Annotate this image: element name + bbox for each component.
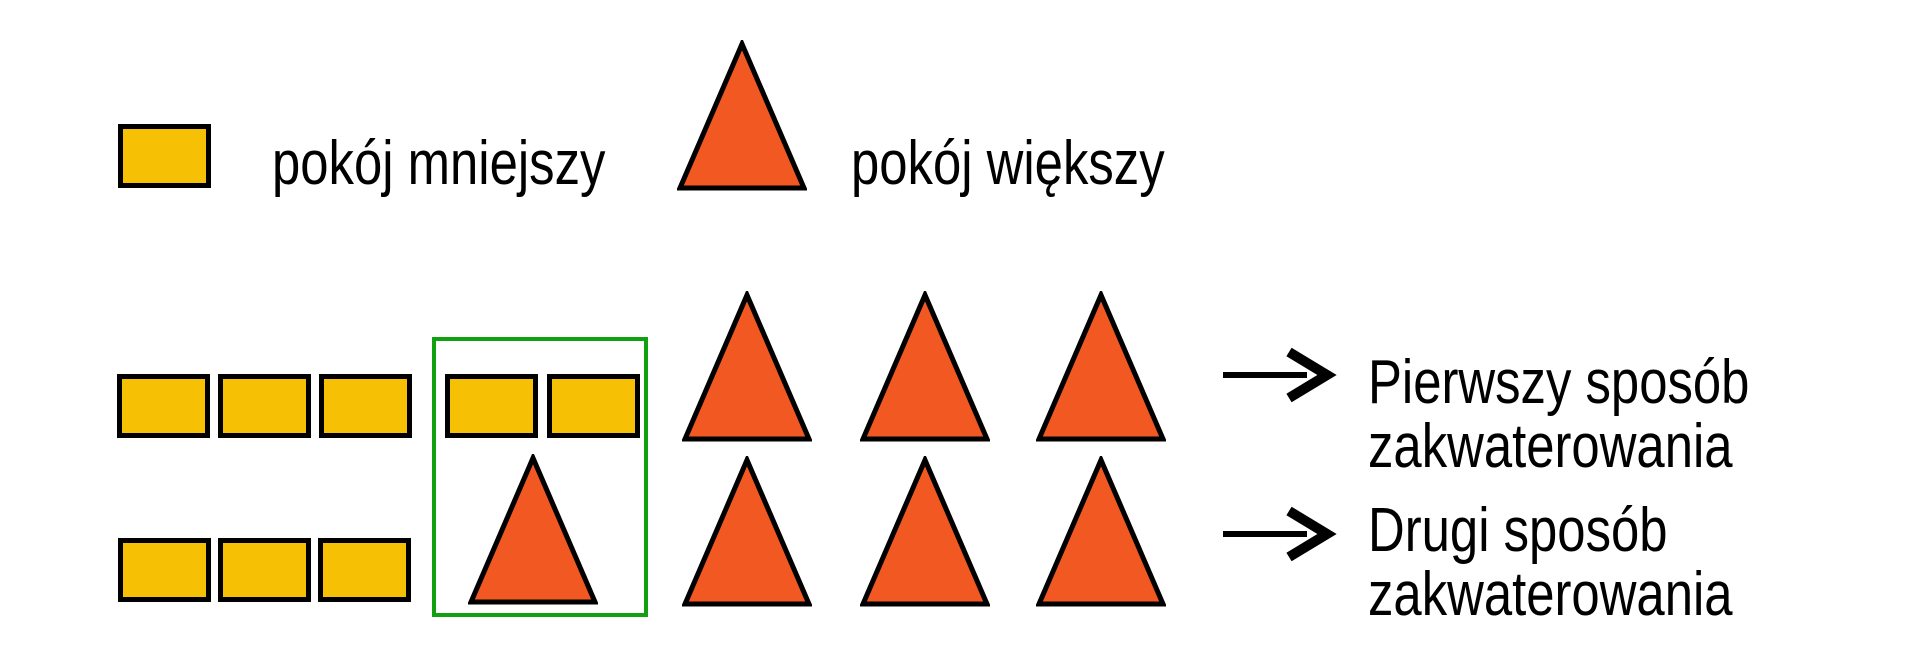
large-room-triangle <box>682 291 812 442</box>
large-room-triangle <box>1036 456 1166 607</box>
legend-large-room-icon <box>677 40 807 191</box>
large-room-triangle <box>682 456 812 607</box>
small-room-rect <box>319 374 412 438</box>
small-room-rect <box>218 374 311 438</box>
small-room-rect <box>218 538 311 602</box>
large-room-triangle <box>860 456 990 607</box>
large-room-triangle <box>860 291 990 442</box>
arrow-right-icon <box>1223 506 1337 562</box>
large-room-triangle <box>1036 291 1166 442</box>
highlight-box <box>432 337 648 617</box>
small-room-rect <box>117 374 210 438</box>
legend-large-room-label: pokój większy <box>851 129 1165 198</box>
first-accommodation-label-line1: Pierwszy sposób <box>1368 348 1750 417</box>
large-room-triangle-highlighted <box>468 454 598 605</box>
second-accommodation-label-line2: zakwaterowania <box>1368 560 1733 629</box>
legend-small-room-label: pokój mniejszy <box>272 129 606 198</box>
small-room-rect <box>318 538 411 602</box>
first-accommodation-label: Pierwszy sposób zakwaterowania <box>1368 351 1749 479</box>
small-room-rect-highlighted <box>445 374 538 438</box>
first-accommodation-label-line2: zakwaterowania <box>1368 412 1733 481</box>
small-room-rect-highlighted <box>547 374 640 438</box>
second-accommodation-label-line1: Drugi sposób <box>1368 496 1668 565</box>
legend-small-room-swatch <box>118 124 211 188</box>
second-accommodation-label: Drugi sposób zakwaterowania <box>1368 499 1733 627</box>
small-room-rect <box>118 538 211 602</box>
arrow-right-icon <box>1223 347 1337 403</box>
